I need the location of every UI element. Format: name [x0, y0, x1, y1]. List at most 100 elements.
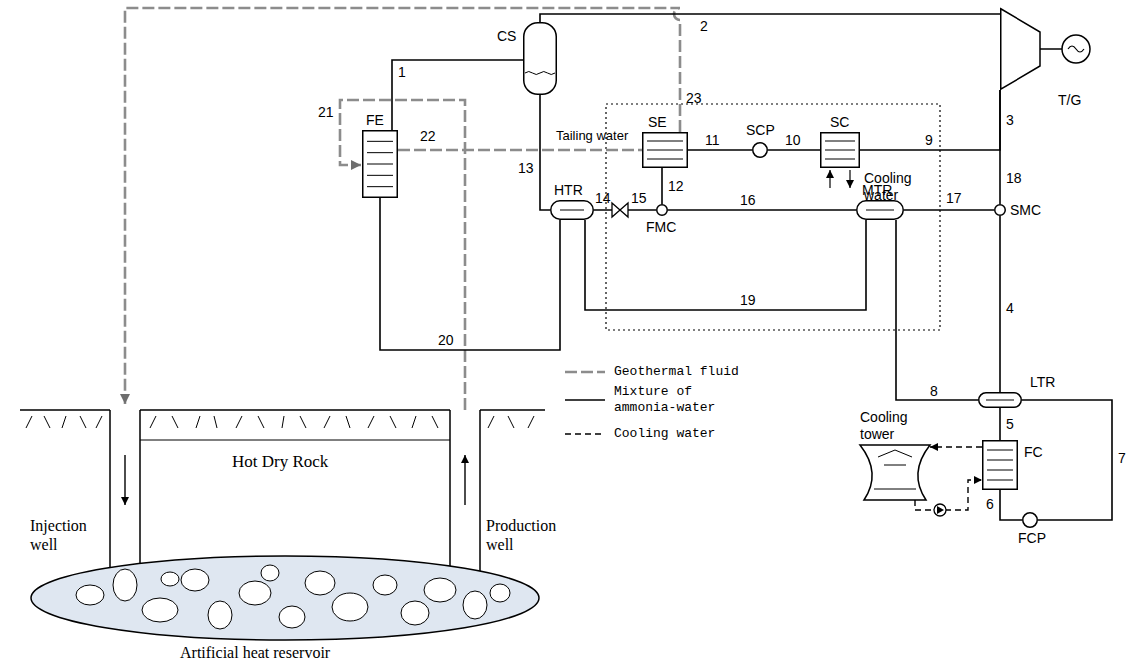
tube-line: [987, 460, 1013, 461]
cooling-water-pipe: [930, 446, 982, 447]
fracture-rock: [261, 565, 279, 581]
cooling-tower-symbol: [860, 445, 930, 500]
stream-number: 20: [438, 332, 454, 349]
turbine-generator-symbol: [1000, 8, 1092, 90]
component-label: FC: [1024, 444, 1043, 461]
ammonia-water-pipe: [1022, 400, 1112, 520]
tube-line: [367, 175, 393, 176]
pump: SCP: [752, 142, 768, 158]
fracture-rock: [239, 581, 271, 605]
cooling-water-pipe: [915, 480, 982, 510]
pump-symbol: [752, 142, 768, 158]
fracture-rock: [208, 601, 232, 629]
tube-line: [647, 159, 683, 160]
well-label: Injection well: [30, 516, 108, 554]
stream-number: 19: [740, 292, 756, 309]
pump: FCP: [1022, 512, 1038, 528]
symbol-outline: [657, 205, 668, 216]
flow-note: Tailing water: [556, 128, 628, 144]
tube-line: [987, 470, 1013, 471]
stream-number: 8: [930, 383, 938, 400]
stream-number: 11: [705, 132, 720, 149]
fracture-rock: [424, 578, 456, 602]
stream-number: 9: [925, 132, 933, 149]
liquid-level: [525, 72, 555, 75]
ammonia-water-pipe: [661, 168, 663, 204]
heat-exchanger-symbol: [362, 130, 398, 198]
subsystem-boundary: [606, 104, 940, 330]
cooling-tower: Cooling tower: [860, 445, 930, 500]
symbol-outline: [860, 445, 930, 500]
heat-reservoir-symbol: [30, 555, 540, 641]
stream-number: 6: [986, 496, 994, 513]
rock-layer-line: [140, 440, 450, 441]
regenerator-symbol: [550, 200, 594, 220]
stream-number: 4: [1006, 300, 1014, 317]
spray-lines: [874, 450, 916, 489]
separator-vessel-symbol: [523, 22, 557, 95]
component-label: FMC: [646, 219, 676, 236]
component-label: SE: [648, 114, 667, 131]
ammonia-water-pipe: [585, 220, 866, 310]
stream-number: 3: [1006, 112, 1014, 129]
legend-text: Mixture of ammonia-water: [614, 384, 726, 416]
component-label: LTR: [1030, 374, 1055, 391]
fracture-rock: [113, 569, 137, 601]
tube-line: [367, 141, 393, 142]
throttle-valve: [612, 203, 620, 217]
symbol-outline: [753, 143, 768, 158]
component-label: SCP: [746, 122, 775, 139]
fracture-rock: [490, 584, 510, 602]
component-label: SC: [830, 114, 849, 131]
stream-number: 7: [1118, 450, 1126, 467]
symbol-outline: [643, 133, 688, 168]
ammonia-water-pipe: [860, 90, 1000, 150]
component-label: Cooling tower: [860, 409, 926, 443]
ammonia-water-pipe: [1000, 490, 1022, 520]
legend-sample: [565, 433, 605, 434]
well-casing: [110, 410, 480, 575]
stream-number: 13: [518, 160, 534, 177]
fracture-rock: [142, 598, 178, 622]
fracture-rock: [463, 591, 487, 619]
symbol-outline: [1001, 9, 1040, 90]
flow-note: Cooling water: [864, 170, 926, 204]
ammonia-water-pipe: [540, 14, 1000, 22]
fracture-rock: [76, 585, 104, 605]
stream-number: 14: [595, 190, 611, 207]
well-label: Production well: [486, 516, 570, 554]
stream-number: 18: [1006, 170, 1022, 187]
fracture-rock: [279, 606, 305, 628]
generator-wave: [1068, 46, 1084, 52]
legend-text: Geothermal fluid: [614, 364, 739, 380]
ammonia-water-pipe: [999, 90, 1001, 204]
component-label: CS: [497, 28, 516, 45]
mixer: SMC: [994, 204, 1006, 216]
shaft: [1040, 48, 1062, 50]
component-label: T/G: [1058, 92, 1081, 109]
legend-text: Cooling water: [614, 426, 715, 442]
tube-line: [367, 186, 393, 187]
stream-number: 21: [318, 104, 334, 121]
component-label: FCP: [1018, 530, 1046, 547]
condenser-symbol: [982, 440, 1018, 490]
fracture-rock: [161, 572, 179, 586]
component-label: HTR: [554, 182, 583, 199]
stream-number: 22: [420, 128, 436, 145]
symbol-outline: [1062, 35, 1090, 63]
layer-label: Hot Dry Rock: [232, 452, 328, 472]
symbol-outline: [857, 201, 904, 220]
stream-number: 23: [686, 90, 702, 107]
mixer-symbol: [656, 204, 668, 216]
regenerator-symbol: [978, 392, 1022, 408]
component-label: Artificial heat reservoir: [180, 643, 330, 662]
cooling-water-out-arrow: [849, 170, 850, 188]
heat-exchanger: SE: [642, 132, 688, 168]
symbol-outline: [1023, 513, 1038, 528]
injection-flow-arrow: [124, 455, 125, 505]
regenerator: HTR: [550, 200, 594, 220]
symbol-outline: [551, 201, 594, 220]
pump-mark: [937, 506, 944, 514]
fracture-rock: [332, 593, 368, 621]
ammonia-water-pipe: [999, 408, 1001, 440]
